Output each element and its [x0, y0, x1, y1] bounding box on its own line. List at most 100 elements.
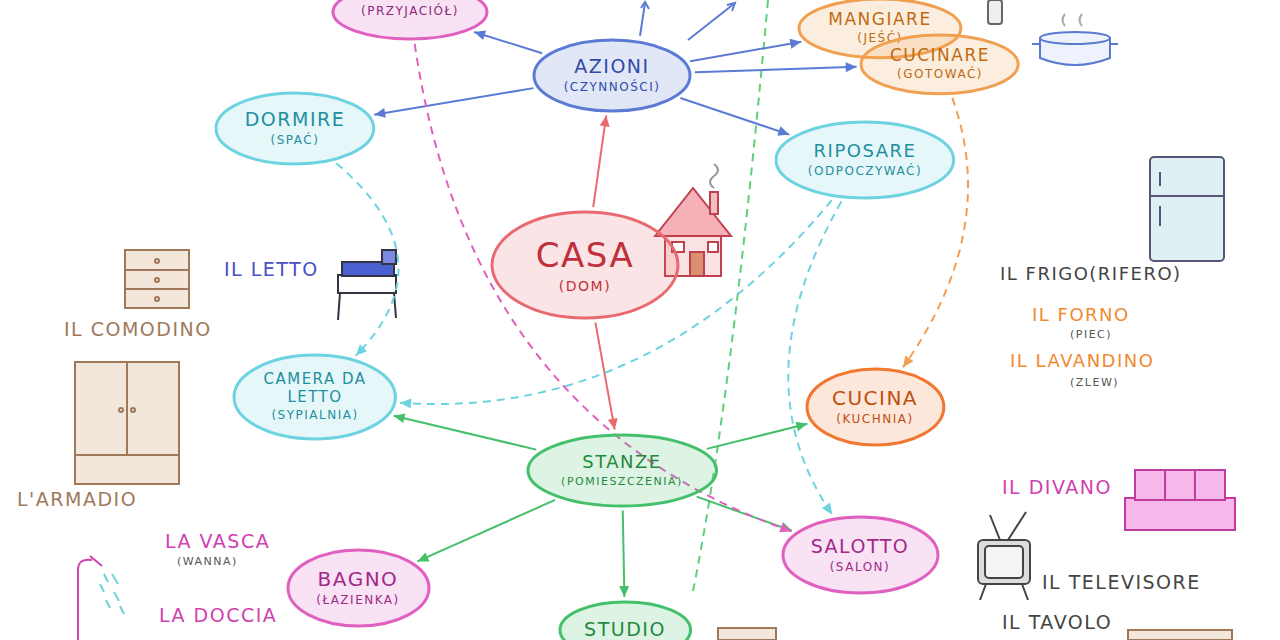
house-icon: [708, 242, 718, 252]
bubble-ellipse: [333, 0, 487, 39]
fridge-icon: [1150, 195, 1224, 197]
shower-icon: [100, 574, 124, 614]
arrow-connector: [690, 42, 801, 61]
bubble-title: CUCINARE: [890, 46, 990, 66]
bubble-text: CUCINARE(GOTOWAĆ): [875, 46, 1005, 82]
mindmap-bubble: SALOTTO(SALON): [781, 515, 940, 595]
bubble-ellipse: [216, 93, 374, 164]
object-label: IL LETTO: [222, 258, 321, 281]
mindmap-bubble: (PRZYJACIÓŁ): [331, 0, 489, 41]
arrowhead: [374, 108, 386, 118]
bubble-ellipse: [776, 122, 954, 198]
bubble-text: DORMIRE (SPAĆ): [220, 109, 370, 148]
pot-icon: [1063, 14, 1083, 26]
bubble-title: MANGIARE: [828, 10, 931, 30]
arrowhead: [400, 399, 411, 409]
bubble-ellipse: [560, 602, 691, 640]
up-arrows: [640, 3, 645, 36]
arrowhead: [394, 413, 406, 423]
arrowhead: [417, 552, 429, 561]
tv-icon: [978, 540, 1030, 584]
object-label: (WANNA): [175, 555, 240, 568]
bubble-text: STANZE(POMIESZCZENIA): [542, 452, 702, 488]
bubble-text: CUCINA(KUCHNIA): [805, 387, 945, 427]
bubble-ellipse: [288, 550, 429, 626]
house-icon: [655, 188, 731, 236]
arrowhead: [790, 39, 802, 49]
nightstand-icon: [125, 250, 189, 308]
mindmap-bubble: RIPOSARE (ODPOCZYWAĆ): [774, 120, 956, 200]
bubble-title: BAGNO: [318, 568, 399, 591]
dashed-connector: [400, 200, 832, 404]
tv-icon: [978, 512, 1030, 600]
house-icon: [710, 192, 718, 214]
arrow-connector: [623, 510, 625, 597]
sofa-icon: [1125, 470, 1235, 530]
mindmap-bubble: CUCINA(KUCHNIA): [805, 367, 946, 447]
wardrobe-icon: [131, 408, 135, 412]
bottle-icon: [988, 0, 1002, 24]
object-label: (ZLEW): [1068, 376, 1121, 389]
wardrobe-icon: [75, 362, 179, 484]
pot-icon: [1040, 32, 1110, 44]
object-label: IL FRIGO(RIFERO): [998, 263, 1184, 285]
fridge-icon: [1159, 172, 1161, 226]
object-label: IL TAVOLO: [1000, 611, 1114, 634]
bubble-translation: (ŁAZIENKA): [316, 594, 400, 608]
bubble-translation: (SPAĆ): [271, 134, 320, 148]
bubble-title: RIPOSARE: [814, 141, 917, 162]
bubble-translation: (POMIESZCZENIA): [561, 476, 683, 489]
mindmap-bubble: AZIONI(CZYNNOŚCI): [532, 38, 692, 113]
arrowhead: [474, 30, 486, 40]
arrowhead: [822, 503, 832, 515]
up-arrows: [641, 2, 649, 9]
bubble-translation: (ODPOCZYWAĆ): [808, 165, 922, 179]
shower-icon: [90, 556, 102, 566]
tv-icon: [990, 512, 1026, 540]
tv-icon: [985, 546, 1023, 578]
arrowhead: [619, 586, 629, 597]
arrow-connector: [593, 115, 606, 207]
house-icon: [690, 252, 704, 276]
mindmap-bubble: CAMERA DA LETTO(SYPIALNIA): [232, 353, 397, 441]
object-label: LA VASCA: [163, 530, 272, 553]
arrow-connector: [695, 67, 857, 72]
nightstand-icon: [125, 270, 189, 289]
bubble-ellipse: [528, 435, 717, 506]
bubble-text: (PRZYJACIÓŁ): [340, 5, 480, 19]
arrowhead: [356, 344, 367, 355]
arrowhead: [903, 355, 913, 367]
up-arrows: [727, 3, 735, 11]
nightstand-icon: [155, 297, 159, 301]
wardrobe-icon: [75, 362, 179, 455]
bubble-ellipse: [861, 35, 1018, 94]
pot-icon: [1032, 43, 1118, 45]
arrowhead: [780, 522, 792, 531]
arrow-connector: [707, 424, 808, 449]
sofa-icon: [1165, 470, 1195, 500]
arrow-connector: [680, 98, 789, 135]
mindmap-bubble: BAGNO (ŁAZIENKA): [286, 548, 431, 628]
fridge-icon: [1150, 157, 1224, 261]
nightstand-icon: [155, 259, 159, 263]
object-label: LA DOCCIA: [157, 604, 279, 627]
mindmap-bubble: DORMIRE (SPAĆ): [214, 91, 376, 166]
dashed-link: [692, 0, 768, 596]
bed-icon: [338, 293, 396, 320]
nightstand-icon: [155, 278, 159, 282]
sofa-icon: [1135, 470, 1225, 500]
fridge-icon: [1150, 157, 1224, 261]
object-label: IL DIVANO: [1000, 476, 1114, 499]
table-icon: [1128, 630, 1232, 640]
mindmap-bubble: STANZE(POMIESZCZENIA): [526, 433, 719, 508]
arrowhead: [779, 523, 791, 532]
bed-icon: [382, 250, 396, 264]
house-icon: [710, 164, 718, 188]
table-icon: [1128, 630, 1232, 640]
bubble-text: STUDIO: [560, 619, 690, 640]
mindmap-bubble: STUDIO: [558, 600, 693, 640]
bubble-title: CUCINA: [832, 387, 918, 410]
bubble-title: DORMIRE: [245, 109, 346, 131]
arrowhead: [600, 115, 610, 127]
